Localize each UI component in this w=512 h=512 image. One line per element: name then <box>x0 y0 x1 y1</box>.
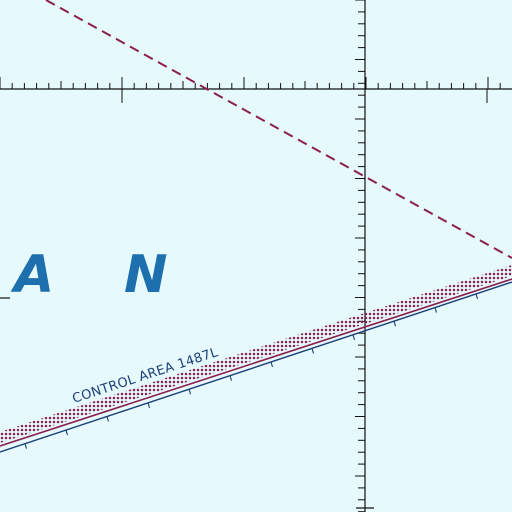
airway-tick <box>147 402 151 409</box>
airway-tick <box>65 429 69 436</box>
airway-tick <box>311 348 315 354</box>
airway-tick <box>106 416 110 422</box>
airway-tick <box>229 375 233 381</box>
airway-centerline <box>0 281 512 453</box>
airspace-boundary-line <box>0 278 512 447</box>
airway-tick <box>270 361 274 368</box>
water-body-label-letter: A <box>10 245 54 305</box>
airspace-dotted-band <box>0 265 512 443</box>
airway-tick <box>393 321 397 327</box>
airway-tick <box>475 293 479 300</box>
airway-tick <box>188 389 192 395</box>
latitude-tick-marks <box>0 77 501 103</box>
airway-tick <box>24 443 28 449</box>
airway-tick-marks <box>24 293 479 449</box>
airway-tick <box>352 334 356 340</box>
airway-tick <box>434 307 438 313</box>
dashed-boundary-line <box>45 0 512 259</box>
water-body-label-letter: N <box>124 245 168 305</box>
